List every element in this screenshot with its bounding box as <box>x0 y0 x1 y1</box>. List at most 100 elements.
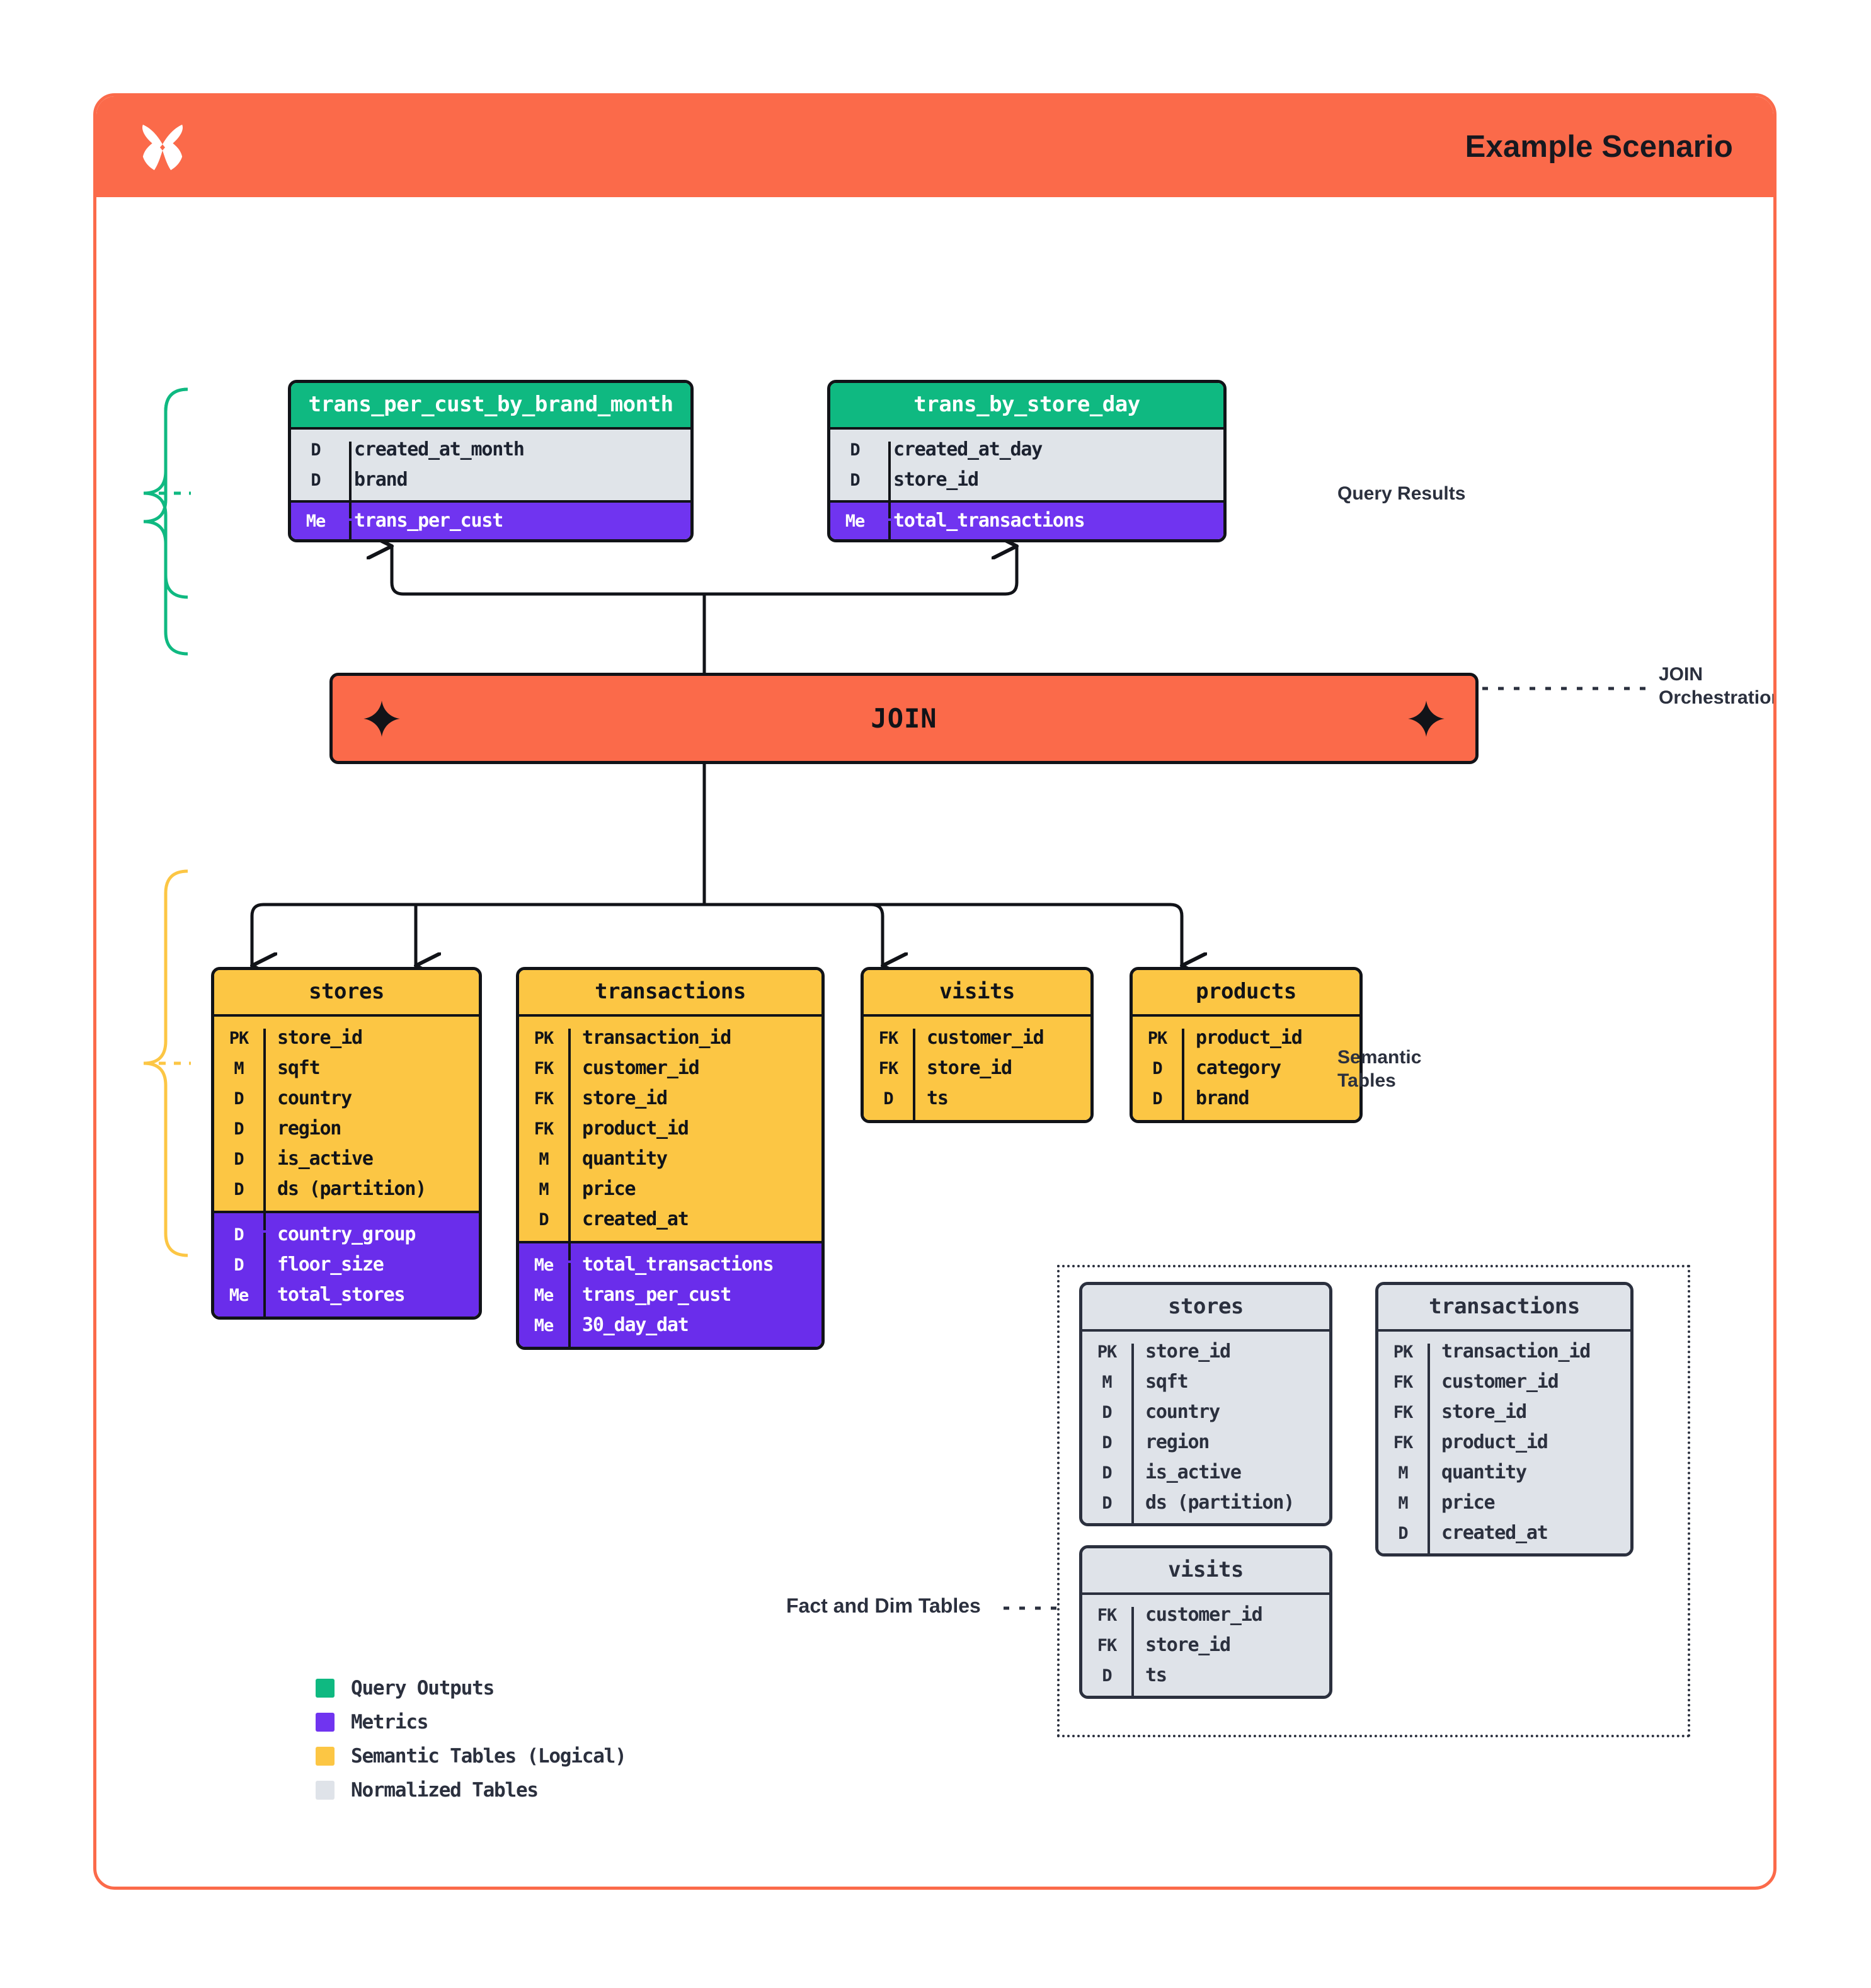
row-field: customer_id <box>927 1027 1044 1049</box>
row-key: FK <box>1393 1402 1414 1422</box>
row-field: price <box>1441 1492 1496 1514</box>
fact-dim-container <box>1057 1265 1690 1737</box>
row-key: PK <box>229 1028 249 1048</box>
legend: Query Outputs Metrics Semantic Tables (L… <box>316 1671 627 1807</box>
legend-label: Query Outputs <box>351 1677 495 1700</box>
row-field: ts <box>1145 1664 1167 1686</box>
row-key: FK <box>1097 1635 1118 1655</box>
column-divider <box>1131 1344 1134 1523</box>
row-key: D <box>1102 1463 1112 1483</box>
legend-swatch-semantic-tables <box>316 1747 335 1766</box>
row-key: D <box>1102 1493 1112 1513</box>
table-header: stores <box>214 970 479 1014</box>
annotation-fact-and-dim: Fact and Dim Tables <box>786 1594 981 1617</box>
divider <box>1082 1592 1329 1595</box>
row-field: total_transactions <box>582 1254 774 1276</box>
legend-label: Metrics <box>351 1711 428 1734</box>
legend-item: Semantic Tables (Logical) <box>316 1739 627 1773</box>
row-field: is_active <box>1145 1461 1242 1483</box>
row-key: Me <box>306 511 326 531</box>
column-divider <box>1182 1029 1184 1120</box>
row-key: PK <box>1097 1342 1118 1362</box>
divider <box>291 500 690 503</box>
divider <box>1082 1329 1329 1332</box>
divider <box>519 1241 821 1243</box>
query-result-table-1[interactable]: trans_by_store_day D created_at_day D st… <box>827 380 1227 542</box>
table-header: stores <box>1082 1285 1329 1329</box>
divider <box>830 500 1223 503</box>
row-key: M <box>539 1179 549 1199</box>
row-key: D <box>234 1149 244 1169</box>
row-key: FK <box>878 1058 899 1078</box>
join-orchestration-bar[interactable]: JOIN <box>329 673 1479 764</box>
row-key: FK <box>878 1028 899 1048</box>
dimension-rows: D created_at_day D store_id <box>830 430 1223 500</box>
row-field: store_id <box>1145 1340 1231 1362</box>
table-row: D created_at_day <box>830 435 1223 465</box>
row-field: region <box>1145 1431 1210 1453</box>
table-row: PK store_id <box>1082 1337 1329 1367</box>
row-key: FK <box>1393 1372 1414 1392</box>
table-row: D brand <box>291 465 690 495</box>
table-row: Me total_transactions <box>830 506 1223 536</box>
column-divider <box>568 1029 571 1260</box>
row-field: floor_size <box>277 1254 384 1276</box>
row-key: D <box>1102 1432 1112 1453</box>
legend-swatch-query-outputs <box>316 1679 335 1698</box>
legend-label: Normalized Tables <box>351 1779 539 1802</box>
row-key: FK <box>534 1119 554 1139</box>
row-field: store_id <box>893 469 979 491</box>
row-field: store_id <box>927 1057 1012 1079</box>
row-key: D <box>311 470 321 490</box>
sparkle-icon <box>363 700 400 737</box>
row-key: D <box>234 1179 244 1199</box>
row-field: customer_id <box>582 1057 700 1079</box>
table-header: visits <box>1082 1548 1329 1592</box>
row-key: D <box>850 470 860 490</box>
sparkle-icon <box>1408 700 1445 737</box>
table-row: FK store_id <box>1378 1397 1630 1427</box>
title-bar: Example Scenario <box>96 96 1773 197</box>
row-field: sqft <box>1145 1371 1189 1393</box>
row-key: PK <box>1393 1342 1414 1362</box>
legend-item: Query Outputs <box>316 1671 626 1705</box>
dimension-rows: D created_at_month D brand <box>291 430 690 500</box>
row-field: quantity <box>1441 1461 1527 1483</box>
row-key: M <box>1102 1372 1112 1392</box>
row-key: D <box>883 1088 893 1109</box>
query-result-table-0[interactable]: trans_per_cust_by_brand_month D created_… <box>288 380 694 542</box>
butterfly-x-logo-icon <box>142 124 183 171</box>
row-field: store_id <box>1441 1401 1527 1423</box>
row-key: Me <box>845 511 866 531</box>
column-divider <box>1428 1344 1430 1553</box>
row-key: PK <box>534 1028 554 1048</box>
row-key: FK <box>534 1088 554 1109</box>
row-key: M <box>1398 1493 1408 1513</box>
legend-item: Metrics <box>316 1705 626 1739</box>
